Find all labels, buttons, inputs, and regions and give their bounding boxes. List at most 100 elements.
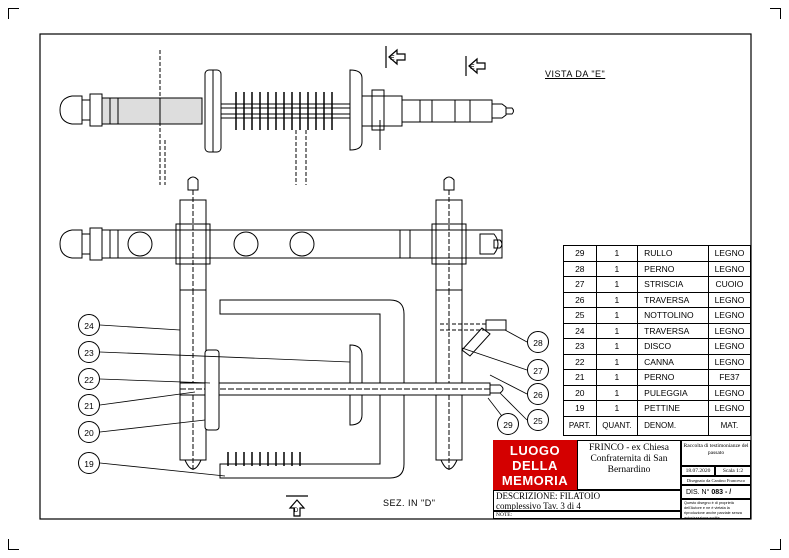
callout-29: 29: [497, 413, 519, 435]
top-view-label: VISTA DA "E": [545, 69, 606, 79]
cell-name: TRAVERSA: [637, 291, 709, 308]
callout-23: 23: [78, 341, 100, 363]
callout-21: 21: [78, 394, 100, 416]
callout-24: 24: [78, 314, 100, 336]
crop-mark-bottom-right: [770, 539, 781, 550]
cell-qty: 1: [595, 400, 639, 417]
cell-part: 29: [563, 245, 597, 262]
cell-qty: 1: [595, 384, 639, 401]
comb-teeth-bottom: [227, 452, 301, 466]
crop-mark-bottom-left: [8, 539, 19, 550]
cell-part: 25: [563, 307, 597, 324]
note-cell: NOTE:: [493, 511, 681, 519]
date-cell: 18.07.2020: [681, 466, 715, 476]
header-name: DENOM.: [637, 415, 709, 436]
cell-part: 20: [563, 384, 597, 401]
callout-19: 19: [78, 452, 100, 474]
callout-25: 25: [527, 409, 549, 431]
svg-text:E: E: [390, 55, 395, 62]
cell-part: 24: [563, 322, 597, 339]
svg-text:E: E: [470, 64, 475, 71]
cell-part: 22: [563, 353, 597, 370]
cell-name: STRISCIA: [637, 276, 709, 293]
cell-part: 19: [563, 400, 597, 417]
drawing-frame: [39, 33, 752, 520]
cell-qty: 1: [595, 353, 639, 370]
cell-qty: 1: [595, 245, 639, 262]
parts-table-header: PART. QUANT. DENOM. MAT.: [563, 415, 752, 436]
cell-material: LEGNO: [707, 384, 752, 401]
collection-cell: Raccolta di testimonianze del passato: [681, 440, 751, 466]
cell-name: TRAVERSA: [637, 322, 709, 339]
cell-part: 23: [563, 338, 597, 355]
cell-material: LEGNO: [707, 353, 752, 370]
description-cell: DESCRIZIONE: FILATOIO complessivo Tav. 3…: [493, 490, 681, 511]
cell-name: DISCO: [637, 338, 709, 355]
cell-name: PETTINE: [637, 400, 709, 417]
cell-material: LEGNO: [707, 260, 752, 277]
svg-text:D: D: [294, 508, 299, 514]
cell-name: PERNO: [637, 369, 709, 386]
cell-name: PERNO: [637, 260, 709, 277]
cell-part: 27: [563, 276, 597, 293]
cell-qty: 1: [595, 338, 639, 355]
cell-name: NOTTOLINO: [637, 307, 709, 324]
luogo-della-memoria-logo: LUOGO DELLA MEMORIA: [493, 440, 577, 490]
cell-material: LEGNO: [707, 322, 752, 339]
leader-lines: [99, 324, 528, 477]
middle-view: [59, 176, 503, 291]
header-qty: QUANT.: [595, 415, 639, 436]
section-view: [179, 289, 507, 479]
cell-material: LEGNO: [707, 338, 752, 355]
cell-material: FE37: [707, 369, 752, 386]
callout-26: 26: [527, 383, 549, 405]
drawing-number-cell: DIS. N° 083 - /: [681, 485, 751, 499]
cell-qty: 1: [595, 307, 639, 324]
cell-name: PULEGGIA: [637, 384, 709, 401]
legal-notice-cell: Questo disegno è di proprietà dell'Autor…: [681, 499, 751, 519]
cell-name: CANNA: [637, 353, 709, 370]
cell-material: LEGNO: [707, 291, 752, 308]
crop-mark-top-left: [8, 8, 19, 19]
callout-27: 27: [527, 359, 549, 381]
cell-qty: 1: [595, 369, 639, 386]
location-cell: FRINCO - ex Chiesa Confraternita di San …: [577, 440, 681, 490]
cell-part: 21: [563, 369, 597, 386]
section-view-label: SEZ. IN "D": [383, 498, 436, 508]
view-arrow-e-left: E: [385, 46, 406, 68]
header-part: PART.: [563, 415, 597, 436]
callout-22: 22: [78, 368, 100, 390]
section-arrow-d: D: [286, 495, 308, 517]
cell-name: RULLO: [637, 245, 709, 262]
cell-material: LEGNO: [707, 400, 752, 417]
cell-part: 26: [563, 291, 597, 308]
callout-20: 20: [78, 421, 100, 443]
cell-part: 28: [563, 260, 597, 277]
crop-mark-top-right: [770, 8, 781, 19]
callout-28: 28: [527, 331, 549, 353]
cell-qty: 1: [595, 276, 639, 293]
top-view: [59, 50, 514, 185]
author-cell: Disegnato da Cantino Francesco: [681, 476, 751, 485]
cell-qty: 1: [595, 260, 639, 277]
scale-cell: Scala 1:2: [715, 466, 751, 476]
cell-material: LEGNO: [707, 307, 752, 324]
comb-teeth-top: [235, 92, 333, 130]
cell-material: CUOIO: [707, 276, 752, 293]
cell-qty: 1: [595, 322, 639, 339]
cell-material: LEGNO: [707, 245, 752, 262]
view-arrow-e-right: E: [465, 56, 486, 76]
header-material: MAT.: [707, 415, 752, 436]
